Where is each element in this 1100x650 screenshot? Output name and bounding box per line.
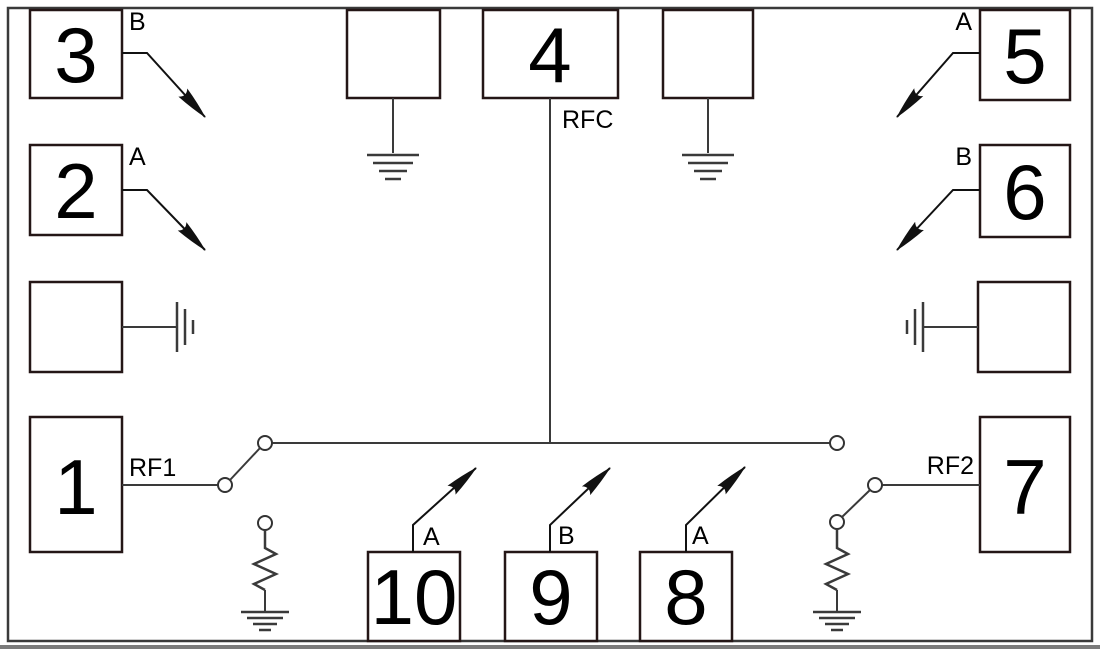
pad-8: 8 A	[638, 466, 746, 643]
switch-contact	[829, 514, 845, 530]
pad-10-number: 10	[371, 553, 458, 641]
ground-icon	[367, 153, 419, 181]
pad-7: 7 RF2	[927, 415, 1072, 554]
pad-5-number: 5	[1003, 12, 1046, 100]
pad-5: 5 A	[896, 8, 1072, 118]
pad-7-label: RF2	[927, 452, 974, 480]
grounded-pad-top-left-box	[345, 8, 442, 100]
switch-contact	[829, 435, 845, 451]
grounded-pad-left	[28, 280, 195, 374]
resistor-icon	[250, 530, 280, 592]
control-arrow-icon	[549, 467, 611, 552]
pad-1: 1 RF1	[28, 415, 176, 554]
switch-contact	[217, 477, 233, 493]
control-arrow-icon	[122, 189, 206, 251]
pad-6: 6 B	[896, 143, 1072, 251]
switch-contact	[257, 435, 273, 451]
pad-10-label: A	[423, 523, 440, 551]
switch-contact	[257, 515, 273, 531]
grounded-pad-right-box	[976, 280, 1072, 374]
pad-5-box	[978, 8, 1072, 102]
control-arrow-icon	[685, 466, 746, 552]
pad-1-number: 1	[54, 443, 97, 531]
pad-9: 9 B	[503, 467, 611, 643]
pad-6-number: 6	[1003, 148, 1046, 236]
ground-icon	[175, 302, 195, 352]
pad-4: 4 RFC	[481, 8, 620, 443]
ground-icon	[813, 610, 861, 632]
switch-contact	[867, 477, 883, 493]
pad-2: 2 A	[28, 143, 206, 251]
grounded-pad-top-left	[345, 8, 442, 181]
rf2-switch	[813, 435, 980, 632]
control-arrow-icon	[896, 189, 980, 251]
pad-9-box	[503, 550, 599, 643]
pad-6-box	[978, 143, 1072, 239]
pad-4-box	[481, 8, 620, 100]
rf1-switch	[122, 435, 289, 632]
switch-arm	[841, 489, 871, 518]
pad-8-label: A	[692, 522, 709, 550]
pad-3-box	[28, 8, 124, 100]
pad-4-label: RFC	[562, 106, 613, 134]
pad-2-number: 2	[54, 147, 97, 235]
control-arrow-icon	[122, 52, 206, 118]
control-arrow-icon	[412, 467, 477, 552]
pad-1-label: RF1	[129, 454, 176, 482]
pad-4-number: 4	[528, 11, 571, 99]
pad-1-box	[28, 415, 124, 554]
switch-arm	[229, 447, 261, 481]
pad-2-label: A	[129, 143, 146, 171]
pad-6-label: B	[955, 143, 972, 171]
pad-7-box	[978, 415, 1072, 554]
pad-5-label: A	[955, 8, 972, 36]
pad-3-number: 3	[54, 11, 97, 99]
grounded-pad-top-right	[661, 8, 755, 181]
ground-icon	[241, 610, 289, 632]
pad-9-number: 9	[529, 553, 572, 641]
pad-10: 10 A	[366, 467, 477, 643]
pad-9-label: B	[558, 522, 575, 550]
resistor-icon	[822, 529, 852, 592]
pad-3-label: B	[129, 8, 146, 36]
ground-icon	[682, 153, 734, 181]
grounded-pad-left-box	[28, 280, 124, 374]
grounded-pad-top-right-box	[661, 8, 755, 100]
control-arrow-icon	[896, 52, 980, 118]
grounded-pad-right	[905, 280, 1072, 374]
pad-8-number: 8	[664, 553, 707, 641]
pad-3: 3 B	[28, 8, 206, 118]
ground-icon	[905, 302, 925, 352]
pad-7-number: 7	[1003, 443, 1046, 531]
